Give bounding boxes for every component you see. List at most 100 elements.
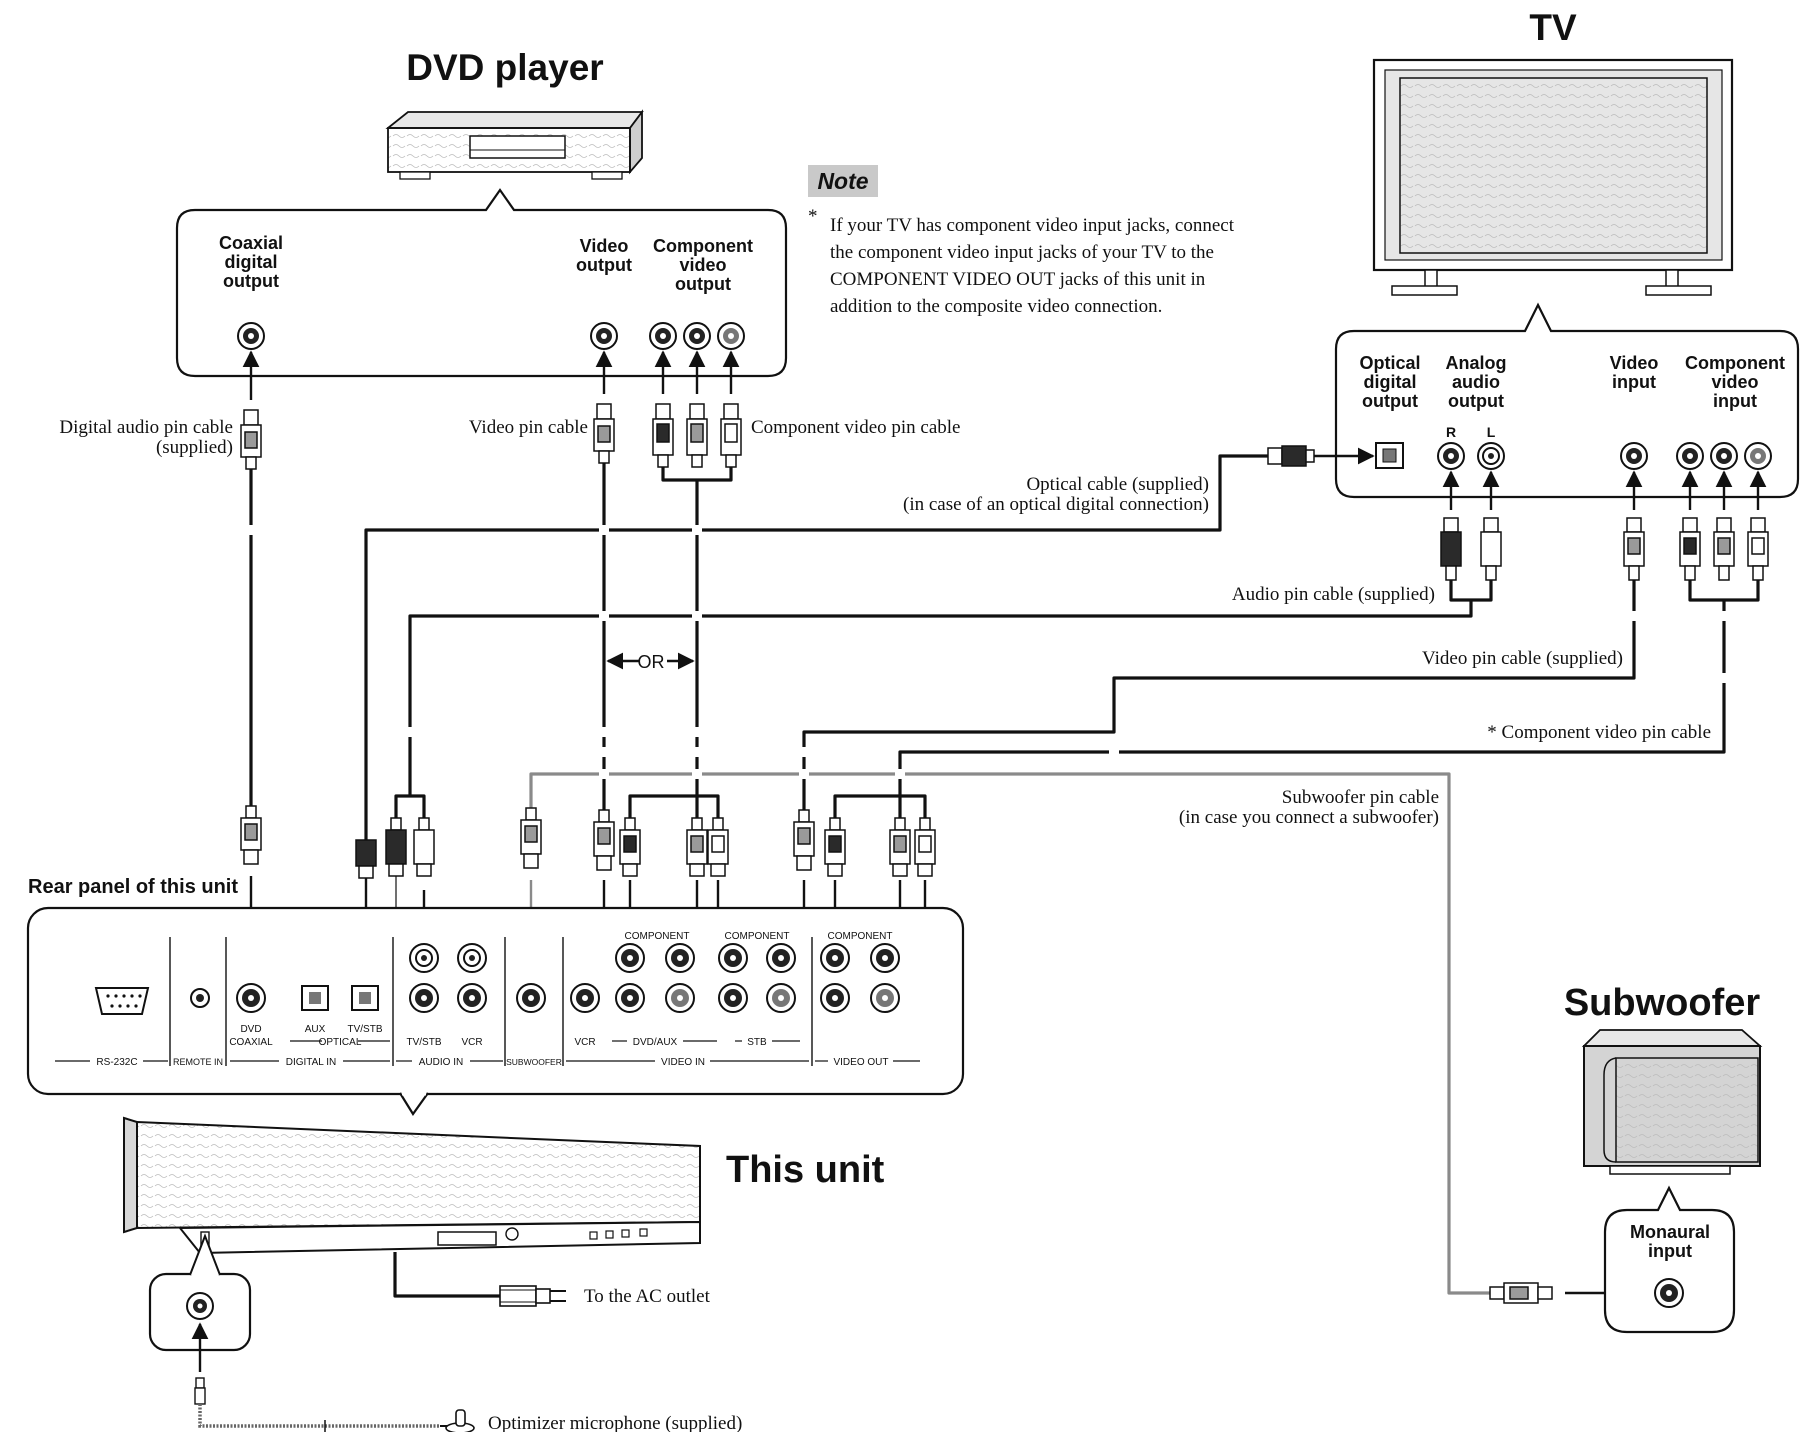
digital-audio-cable-label-1: Digital audio pin cable bbox=[59, 417, 233, 438]
dvd-component-cable-wire bbox=[663, 466, 731, 480]
dvd-coaxial-label-1: Coaxial bbox=[219, 233, 283, 253]
panel-video-in-label: VIDEO IN bbox=[661, 1057, 705, 1068]
component-in-stb-pr-jack bbox=[767, 984, 795, 1012]
tv-video-label-1: Video bbox=[1610, 353, 1659, 373]
component-out-plug-pr bbox=[915, 818, 935, 876]
audio-plug-l bbox=[1481, 518, 1501, 580]
video-plug-top bbox=[594, 404, 614, 463]
optical-plug-tv bbox=[1268, 446, 1314, 466]
tv-component-label-2: video bbox=[1711, 372, 1758, 392]
dvd-component-label-1: Component bbox=[653, 236, 753, 256]
audio-plug-unit-l bbox=[414, 818, 434, 876]
tv-video-label-2: input bbox=[1612, 372, 1656, 392]
optical-plug-unit bbox=[356, 840, 376, 878]
tv-r-label: R bbox=[1446, 424, 1456, 440]
rear-panel-title: Rear panel of this unit bbox=[28, 876, 238, 898]
tv-analog-r-jack bbox=[1438, 443, 1464, 469]
tv-analog-label-2: audio bbox=[1452, 372, 1500, 392]
audio-plug-unit-r bbox=[386, 818, 406, 876]
panel-audio-in-label: AUDIO IN bbox=[419, 1057, 463, 1068]
optical-cable-label-1: Optical cable (supplied) bbox=[1026, 474, 1209, 495]
component-plug-unit-pr bbox=[708, 818, 728, 876]
dvd-coaxial-in-jack bbox=[237, 984, 265, 1012]
dvd-video-label-1: Video bbox=[580, 236, 629, 256]
video-pin-cable-label: Video pin cable bbox=[469, 417, 588, 438]
tv-analog-label-3: output bbox=[1448, 391, 1504, 411]
sub-monaural-jack bbox=[1655, 1279, 1683, 1307]
component-plug-top-pr bbox=[721, 404, 741, 467]
component-plug-tv-y bbox=[1680, 518, 1700, 580]
video-plug-tv bbox=[1624, 518, 1644, 580]
component-plug-tv-pb bbox=[1714, 518, 1734, 580]
component-out-pr-jack bbox=[871, 984, 899, 1012]
video-in-stb-jack bbox=[719, 984, 747, 1012]
microphone-label: Optimizer microphone (supplied) bbox=[488, 1413, 742, 1432]
tv-optical-label-2: digital bbox=[1364, 372, 1417, 392]
subwoofer-out-jack bbox=[517, 984, 545, 1012]
panel-audio-tvstb-label: TV/STB bbox=[406, 1037, 441, 1048]
dvd-component-jack-pb bbox=[684, 323, 710, 349]
this-unit-title: This unit bbox=[726, 1149, 885, 1191]
tv-title: TV bbox=[1529, 7, 1577, 48]
tv-optical-jack bbox=[1376, 443, 1403, 468]
component-header-dvdaux: COMPONENT bbox=[625, 931, 690, 942]
dvd-player-image bbox=[388, 112, 642, 179]
rs232c-port bbox=[96, 988, 148, 1014]
digital-audio-cable-label-2: (supplied) bbox=[156, 437, 233, 458]
dvd-coaxial-label-2: digital bbox=[225, 252, 278, 272]
audio-in-tvstb-l-jack bbox=[410, 944, 438, 972]
dvd-video-label-2: output bbox=[576, 255, 632, 275]
dvd-component-jack-pr bbox=[718, 323, 744, 349]
component-out-pb-jack bbox=[871, 944, 899, 972]
component-in-dvdaux-pb-jack bbox=[666, 944, 694, 972]
component-header-out: COMPONENT bbox=[828, 931, 893, 942]
panel-remote-in-label: REMOTE IN bbox=[173, 1057, 223, 1067]
tv-image bbox=[1374, 60, 1732, 295]
note-line-1: If your TV has component video input jac… bbox=[830, 215, 1235, 236]
tv-component-jack-y bbox=[1677, 443, 1703, 469]
dvd-component-label-3: output bbox=[675, 274, 731, 294]
panel-subwoofer-label: SUBWOOFER bbox=[506, 1057, 562, 1067]
panel-stb-label: STB bbox=[747, 1037, 767, 1048]
aux-optical-in-jack bbox=[302, 986, 328, 1010]
note-badge-text: Note bbox=[817, 168, 868, 194]
video-out-plug-unit bbox=[794, 810, 814, 870]
coaxial-plug-unit bbox=[241, 806, 261, 864]
video-in-dvdaux-jack bbox=[616, 984, 644, 1012]
component-header-stb: COMPONENT bbox=[725, 931, 790, 942]
component-plug-unit-pb bbox=[687, 818, 707, 876]
ac-outlet-label: To the AC outlet bbox=[584, 1286, 711, 1307]
tv-component-cable-wire bbox=[1690, 580, 1758, 600]
dvd-coaxial-label-3: output bbox=[223, 271, 279, 291]
video-plug-unit bbox=[594, 810, 614, 870]
panel-video-out-label: VIDEO OUT bbox=[833, 1057, 888, 1068]
subwoofer-cable-label-1: Subwoofer pin cable bbox=[1282, 787, 1439, 808]
panel-optical-label: OPTICAL bbox=[319, 1037, 362, 1048]
tv-l-label: L bbox=[1487, 424, 1496, 440]
dvd-player-title: DVD player bbox=[406, 47, 603, 88]
remote-in-jack bbox=[191, 989, 209, 1007]
subwoofer-plug-unit bbox=[521, 808, 541, 868]
subwoofer-plug-sub bbox=[1490, 1283, 1552, 1303]
tv-video-jack bbox=[1621, 443, 1647, 469]
panel-dvdaux-label: DVD/AUX bbox=[633, 1037, 678, 1048]
sub-monaural-label-2: input bbox=[1648, 1241, 1692, 1261]
panel-tvstb-optical-label: TV/STB bbox=[347, 1024, 382, 1035]
panel-dvd-label: DVD bbox=[240, 1024, 261, 1035]
video-pin-supplied-label: Video pin cable (supplied) bbox=[1422, 648, 1623, 669]
tv-optical-label-3: output bbox=[1362, 391, 1418, 411]
audio-in-vcr-l-jack bbox=[458, 944, 486, 972]
tv-analog-label-1: Analog bbox=[1446, 353, 1507, 373]
component-star-cable-label: * Component video pin cable bbox=[1487, 722, 1711, 743]
component-plug-top-pb bbox=[687, 404, 707, 467]
subwoofer-image bbox=[1584, 1030, 1760, 1174]
tv-component-label-1: Component bbox=[1685, 353, 1785, 373]
audio-in-vcr-r-jack bbox=[458, 984, 486, 1012]
component-out-plug-y bbox=[825, 818, 845, 876]
component-video-cable-label: Component video pin cable bbox=[751, 417, 960, 438]
tv-component-label-3: input bbox=[1713, 391, 1757, 411]
component-in-dvdaux-pr-jack bbox=[666, 984, 694, 1012]
component-in-dvdaux-y-jack bbox=[616, 944, 644, 972]
dvd-component-jack-y bbox=[650, 323, 676, 349]
